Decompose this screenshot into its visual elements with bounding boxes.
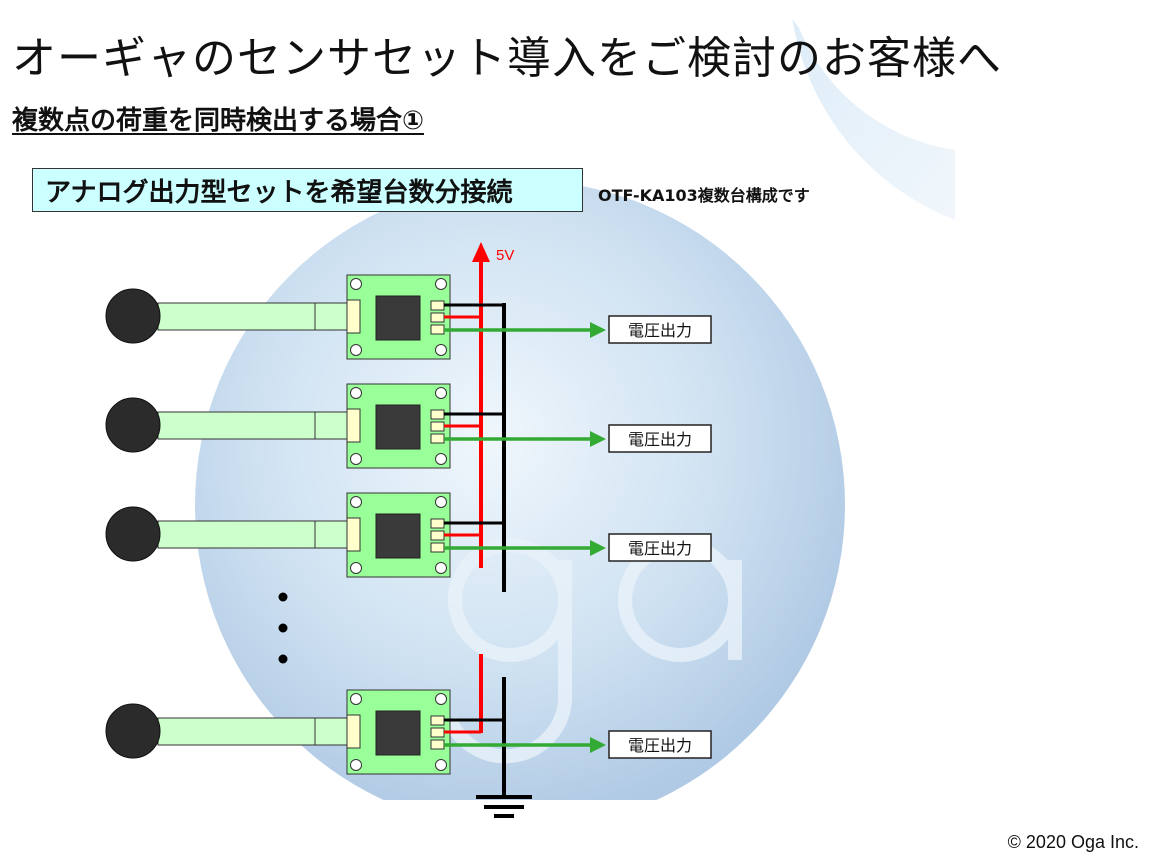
- signal-arrow-head: [590, 540, 606, 556]
- voltage-output-label: 電圧出力: [628, 321, 692, 340]
- output-pin: [430, 433, 445, 444]
- load-sensor-head: [105, 397, 161, 453]
- load-sensor-head: [105, 703, 161, 759]
- mounting-hole: [350, 496, 362, 508]
- output-pin: [430, 715, 445, 726]
- voltage-output-box: [608, 730, 712, 759]
- voltage-output-label: 電圧出力: [628, 430, 692, 449]
- output-pin: [430, 421, 445, 432]
- mounting-hole: [435, 562, 447, 574]
- mounting-hole: [350, 453, 362, 465]
- voltage-output-label: 電圧出力: [628, 736, 692, 755]
- continuation-dot: [278, 592, 288, 602]
- output-pin: [430, 542, 445, 553]
- output-pin: [430, 312, 445, 323]
- output-pin: [430, 409, 445, 420]
- continuation-dot: [278, 623, 288, 633]
- mounting-hole: [435, 759, 447, 771]
- supply-voltage-label: 5V: [496, 247, 514, 264]
- output-pin: [430, 739, 445, 750]
- mounting-hole: [435, 278, 447, 290]
- output-pin: [430, 324, 445, 335]
- set-callout-label: アナログ出力型セットを希望台数分接続: [45, 177, 513, 208]
- sensor-connector: [346, 408, 361, 443]
- sensor-set-row: 電圧出力: [105, 689, 712, 775]
- output-pin: [430, 530, 445, 541]
- sensor-set-row: 電圧出力: [105, 492, 712, 578]
- sensor-set-row: 電圧出力: [105, 383, 712, 469]
- load-sensor-head: [105, 288, 161, 344]
- output-pin: [430, 518, 445, 529]
- mounting-hole: [350, 693, 362, 705]
- set-callout-box: アナログ出力型セットを希望台数分接続: [32, 168, 583, 212]
- output-pin: [430, 727, 445, 738]
- mounting-hole: [435, 387, 447, 399]
- amplifier-ic-chip: [375, 710, 421, 756]
- mounting-hole: [435, 344, 447, 356]
- sensor-cable: [157, 520, 349, 549]
- sensor-connector: [346, 299, 361, 334]
- amplifier-ic-chip: [375, 295, 421, 341]
- voltage-output-label: 電圧出力: [628, 539, 692, 558]
- mounting-hole: [350, 344, 362, 356]
- voltage-output-box: [608, 315, 712, 344]
- sensor-cable: [157, 717, 349, 746]
- signal-arrow-head: [590, 737, 606, 753]
- signal-arrow-head: [590, 322, 606, 338]
- mounting-hole: [435, 496, 447, 508]
- sensor-connector: [346, 517, 361, 552]
- page-title: オーギャのセンサセット導入をご検討のお客様へ: [12, 33, 1002, 84]
- sensor-connector: [346, 714, 361, 749]
- voltage-output-box: [608, 424, 712, 453]
- output-pin: [430, 300, 445, 311]
- mounting-hole: [350, 278, 362, 290]
- mounting-hole: [350, 759, 362, 771]
- amplifier-ic-chip: [375, 404, 421, 450]
- sensor-cable: [157, 302, 349, 331]
- mounting-hole: [435, 693, 447, 705]
- model-note: OTF-KA103複数台構成です: [598, 186, 810, 205]
- mounting-hole: [435, 453, 447, 465]
- sensor-cable: [157, 411, 349, 440]
- mounting-hole: [350, 387, 362, 399]
- load-sensor-head: [105, 506, 161, 562]
- mounting-hole: [350, 562, 362, 574]
- page-subtitle: 複数点の荷重を同時検出する場合①: [12, 106, 425, 136]
- power-arrow-head: [472, 242, 490, 262]
- voltage-output-box: [608, 533, 712, 562]
- amplifier-ic-chip: [375, 513, 421, 559]
- copyright: © 2020 Oga Inc.: [1007, 832, 1139, 852]
- sensor-set-row: 電圧出力: [105, 274, 712, 360]
- continuation-dot: [278, 654, 288, 664]
- signal-arrow-head: [590, 431, 606, 447]
